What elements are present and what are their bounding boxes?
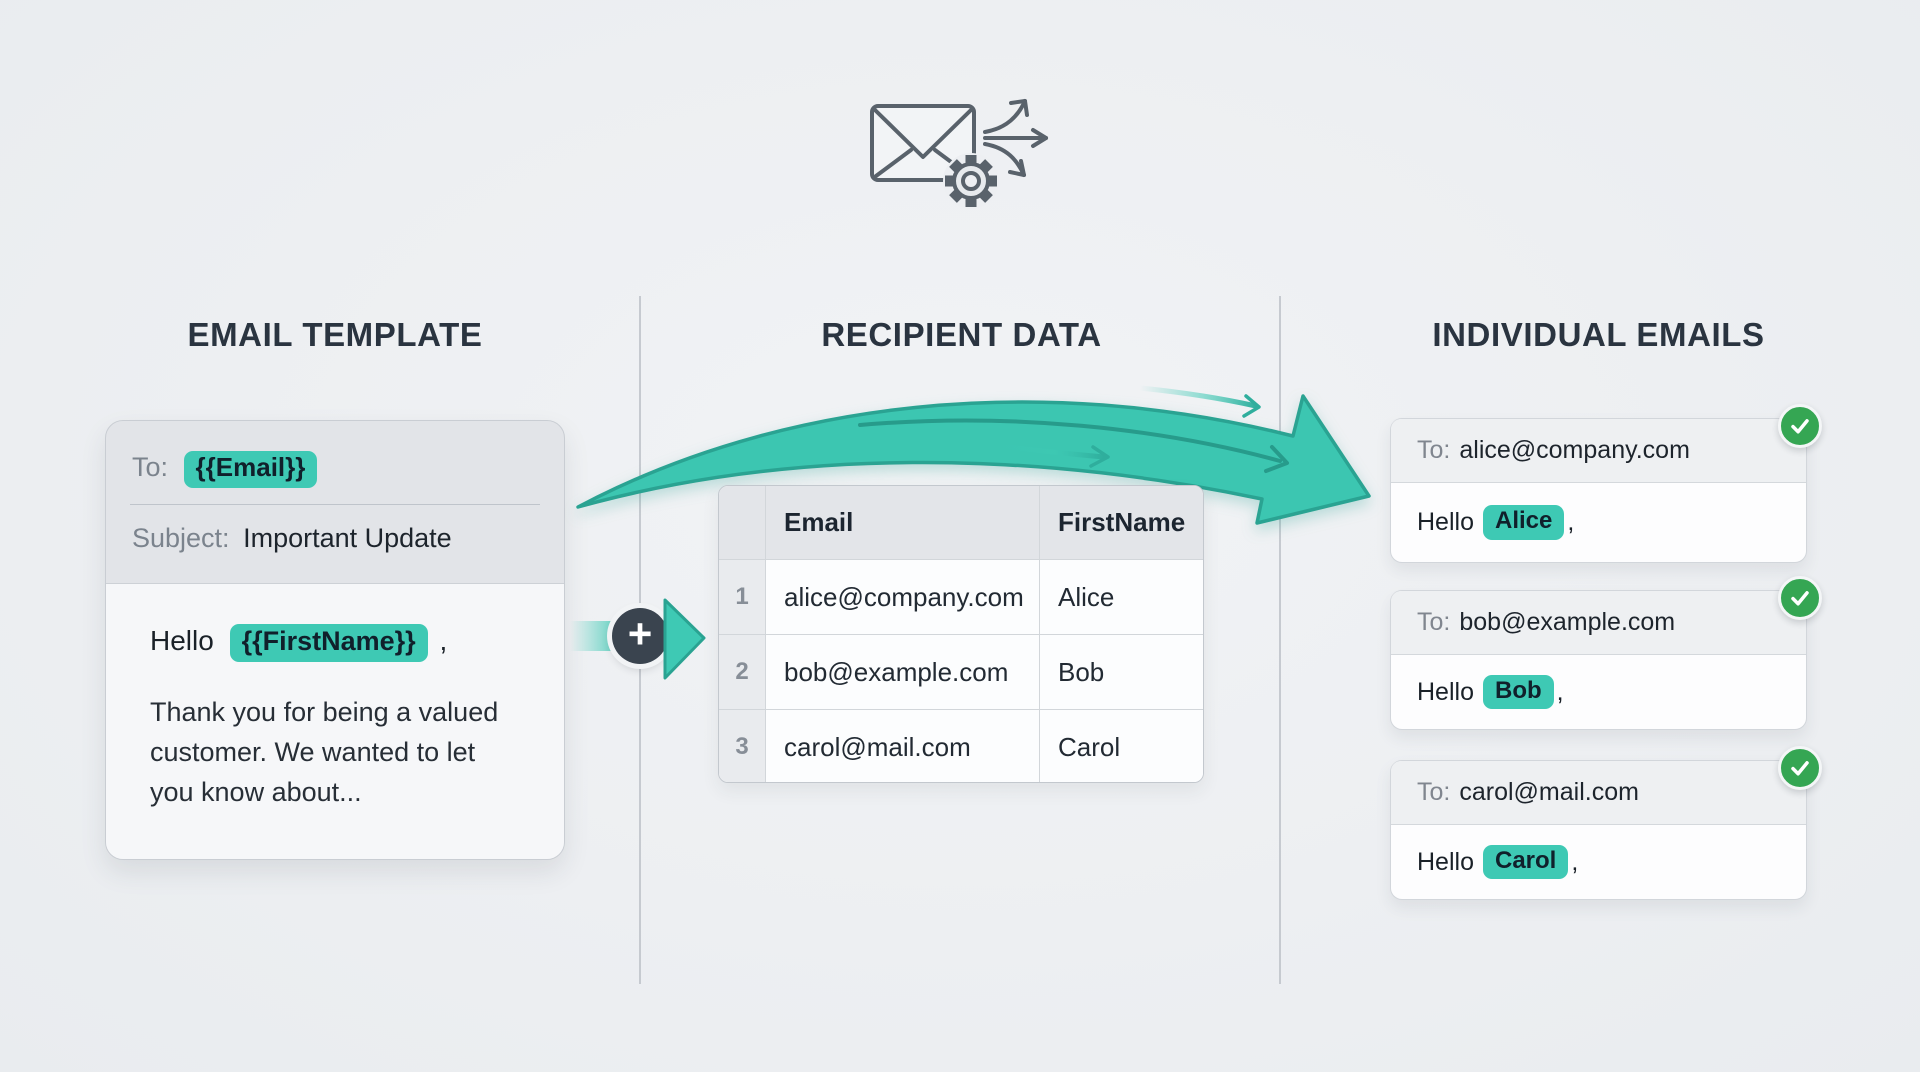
motion-arrow-top (1137, 385, 1261, 418)
greeting-suffix: , (1567, 508, 1575, 536)
swoosh-inner-line (858, 418, 1289, 473)
subject-value: Important Update (243, 522, 452, 553)
success-check-icon (1778, 404, 1822, 448)
greeting-suffix: , (439, 625, 448, 656)
to-label: To: (1417, 436, 1451, 464)
cell-firstname: Carol (1039, 709, 1203, 782)
success-check-icon (1778, 576, 1822, 620)
heading-individual-emails: INDIVIDUAL EMAILS (1432, 316, 1765, 353)
email-body: Hello Carol , (1391, 825, 1806, 899)
fanout-arrows-icon (983, 99, 1048, 177)
email-body: Hello Alice , (1391, 483, 1806, 562)
individual-email-card: To: carol@mail.com Hello Carol , (1390, 746, 1822, 900)
greeting-prefix: Hello (150, 625, 214, 656)
paragraph-line: Thank you for being a valued (150, 697, 499, 728)
merge-field-email-chip: {{Email}} (183, 451, 318, 488)
header-divider (130, 503, 540, 505)
greeting-suffix: , (1571, 847, 1579, 876)
heading-email-template: EMAIL TEMPLATE (187, 316, 483, 353)
column-header-email: Email (765, 486, 1039, 559)
email-address: alice@company.com (1459, 436, 1690, 464)
row-number: 1 (719, 559, 765, 634)
table-corner-cell (719, 486, 765, 559)
envelope-gear-fanout-icon (870, 99, 1048, 209)
subject-label: Subject: (132, 522, 230, 553)
heading-recipient-data: RECIPIENT DATA (821, 316, 1102, 353)
template-body: Hello {{FirstName}} , Thank you for bein… (106, 583, 564, 859)
template-to-row: To: {{Email}} (106, 421, 564, 504)
template-paragraph: Thank you for being a valued customer. W… (150, 692, 520, 812)
recipient-data-table: Email FirstName 1 alice@company.com Alic… (718, 485, 1204, 783)
merge-field-firstname-chip: {{FirstName}} (229, 624, 428, 663)
greeting-suffix: , (1556, 677, 1564, 706)
row-number: 2 (719, 634, 765, 709)
greeting-prefix: Hello (1417, 677, 1474, 706)
cell-firstname: Alice (1039, 559, 1203, 634)
individual-email-card: To: bob@example.com Hello Bob , (1390, 576, 1822, 730)
gear-icon (943, 153, 999, 209)
column-divider (1279, 296, 1281, 984)
email-address: carol@mail.com (1459, 778, 1639, 806)
greeting-prefix: Hello (1417, 847, 1474, 876)
cell-email: carol@mail.com (765, 709, 1039, 782)
to-label: To: (132, 452, 169, 482)
template-greeting: Hello {{FirstName}} , (150, 624, 520, 663)
cell-email: alice@company.com (765, 559, 1039, 634)
merged-name-chip: Carol (1482, 844, 1569, 880)
cell-email: bob@example.com (765, 634, 1039, 709)
paragraph-line: customer. We wanted to let (150, 737, 476, 768)
to-label: To: (1417, 608, 1451, 636)
motion-arrow-bottom (992, 442, 1110, 468)
success-check-icon (1778, 746, 1822, 790)
template-subject-row: Subject: Important Update (106, 505, 564, 576)
merged-name-chip: Alice (1482, 505, 1565, 540)
email-address: bob@example.com (1459, 608, 1676, 636)
email-body: Hello Bob , (1391, 655, 1806, 729)
merge-swoosh-arrow (576, 385, 1371, 525)
email-header: To: alice@company.com (1391, 419, 1806, 483)
paragraph-line: you know about... (150, 777, 362, 808)
cell-firstname: Bob (1039, 634, 1203, 709)
connector-arrow-icon (663, 598, 706, 680)
individual-email-card: To: alice@company.com Hello Alice , (1390, 404, 1822, 563)
column-header-firstname: FirstName (1039, 486, 1203, 559)
plus-icon: + (612, 608, 668, 664)
row-number: 3 (719, 709, 765, 782)
email-header: To: bob@example.com (1391, 591, 1806, 655)
merged-name-chip: Bob (1482, 674, 1554, 710)
greeting-prefix: Hello (1417, 508, 1474, 536)
email-header: To: carol@mail.com (1391, 761, 1806, 825)
to-label: To: (1417, 778, 1451, 806)
email-template-card: To: {{Email}} Subject: Important Update … (105, 420, 565, 860)
